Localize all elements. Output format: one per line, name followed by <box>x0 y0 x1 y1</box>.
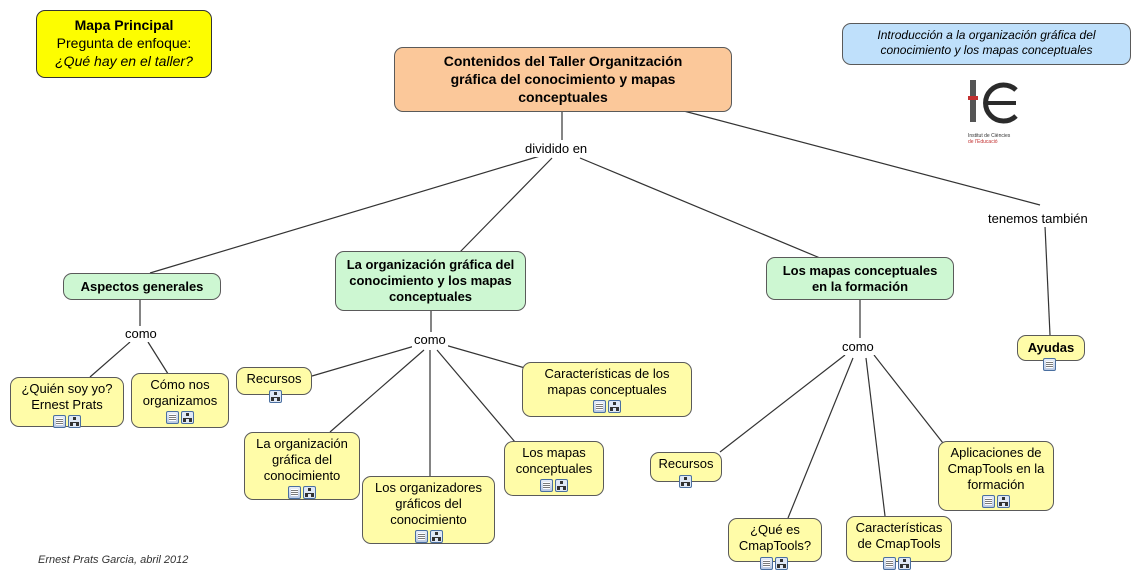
ice-logo: Institut de Ciències de l'Educació <box>964 76 1034 146</box>
caracteristicas-mapas-node[interactable]: Características de los mapas conceptuale… <box>522 362 692 417</box>
concept-map-icon[interactable] <box>555 479 568 492</box>
concept-map-icon[interactable] <box>775 557 788 570</box>
concept-map-icon[interactable] <box>997 495 1010 508</box>
concept-map-icon[interactable] <box>898 557 911 570</box>
ayudas-label: Ayudas <box>1027 340 1075 355</box>
organizadores-label: Los organizadores gráficos del conocimie… <box>375 480 482 527</box>
root-concept[interactable]: Contenidos del Taller Organitzación gráf… <box>394 47 732 112</box>
document-icon[interactable] <box>53 415 66 428</box>
document-icon[interactable] <box>288 486 301 499</box>
los-mapas-label: Los mapas conceptuales <box>515 445 593 476</box>
linking-tenemos-tambien: tenemos también <box>986 211 1090 227</box>
que-es-icons <box>760 557 788 570</box>
concept-map-icon[interactable] <box>429 530 443 543</box>
concept-map-icon[interactable] <box>303 486 316 499</box>
mapa-principal-title: Mapa Principal <box>74 17 174 33</box>
pregunta-label: Pregunta de enfoque: <box>56 35 192 51</box>
intro-box[interactable]: Introducción a la organización gráfica d… <box>842 23 1131 65</box>
ayudas-icons <box>1043 358 1056 371</box>
document-icon[interactable] <box>982 495 995 508</box>
org-grafica-label: La organización gráfica del conocimiento <box>256 436 348 483</box>
recursos-node-2[interactable]: Recursos <box>650 452 722 482</box>
los-mapas-node[interactable]: Los mapas conceptuales <box>504 441 604 496</box>
document-icon[interactable] <box>540 479 553 492</box>
linking-como-organizacion: como <box>412 332 448 348</box>
aplicaciones-cmaptools-label: Aplicaciones de CmapTools en la formació… <box>947 445 1045 492</box>
aspectos-generales-node[interactable]: Aspectos generales <box>63 273 221 300</box>
logo-line1: Institut de Ciències <box>968 133 1011 139</box>
document-icon[interactable] <box>883 557 896 570</box>
author-footer: Ernest Prats Garcia, abril 2012 <box>38 554 189 566</box>
recursos-2-icons <box>679 475 692 488</box>
quien-soy-node[interactable]: ¿Quién soy yo? Ernest Prats <box>10 377 124 428</box>
como-nos-label: Cómo nos organizamos <box>142 377 218 408</box>
quien-soy-label: ¿Quién soy yo? Ernest Prats <box>21 381 113 412</box>
como-nos-node[interactable]: Cómo nos organizamos <box>131 373 229 428</box>
linking-como-formacion: como <box>840 339 876 355</box>
linking-dividido-en: dividido en <box>523 141 590 157</box>
ice-logo-icon <box>968 80 1018 124</box>
que-es-cmaptools-label: ¿Qué es CmapTools? <box>738 522 812 553</box>
mapa-principal-box: Mapa Principal Pregunta de enfoque: ¿Qué… <box>36 10 212 78</box>
recursos-label-2: Recursos <box>658 456 714 471</box>
que-es-cmaptools-node[interactable]: ¿Qué es CmapTools? <box>728 518 822 562</box>
document-icon[interactable] <box>593 400 606 413</box>
document-icon[interactable] <box>414 530 428 543</box>
aplicaciones-cmaptools-node[interactable]: Aplicaciones de CmapTools en la formació… <box>938 441 1054 511</box>
concept-map-icon[interactable] <box>679 475 692 488</box>
ayudas-node[interactable]: Ayudas <box>1017 335 1085 361</box>
caracteristicas-cmaptools-label: Características de CmapTools <box>855 520 943 551</box>
linking-como-aspectos: como <box>123 326 159 342</box>
logo-line2: de l'Educació <box>968 139 998 145</box>
concept-map-icon[interactable] <box>608 400 621 413</box>
document-icon[interactable] <box>166 411 179 424</box>
organizacion-grafica-node[interactable]: La organización gráfica del conocimiento… <box>335 251 526 311</box>
recursos-1-icons <box>269 390 282 403</box>
mapas-formacion-node[interactable]: Los mapas conceptuales en la formación <box>766 257 954 300</box>
concept-map-icon[interactable] <box>269 390 282 403</box>
focus-question: ¿Qué hay en el taller? <box>55 53 193 69</box>
document-icon[interactable] <box>760 557 773 570</box>
caract-cmap-icons <box>883 557 911 570</box>
caracteristicas-mapas-label: Características de los mapas conceptuale… <box>544 366 670 397</box>
caracteristicas-cmaptools-node[interactable]: Características de CmapTools <box>846 516 952 562</box>
organizadores-node[interactable]: Los organizadores gráficos del conocimie… <box>362 476 495 544</box>
org-grafica-node[interactable]: La organización gráfica del conocimiento <box>244 432 360 500</box>
concept-map-icon[interactable] <box>181 411 194 424</box>
recursos-label-1: Recursos <box>246 371 302 386</box>
document-icon[interactable] <box>1043 358 1056 371</box>
recursos-node-1[interactable]: Recursos <box>236 367 312 395</box>
concept-map-icon[interactable] <box>68 415 81 428</box>
